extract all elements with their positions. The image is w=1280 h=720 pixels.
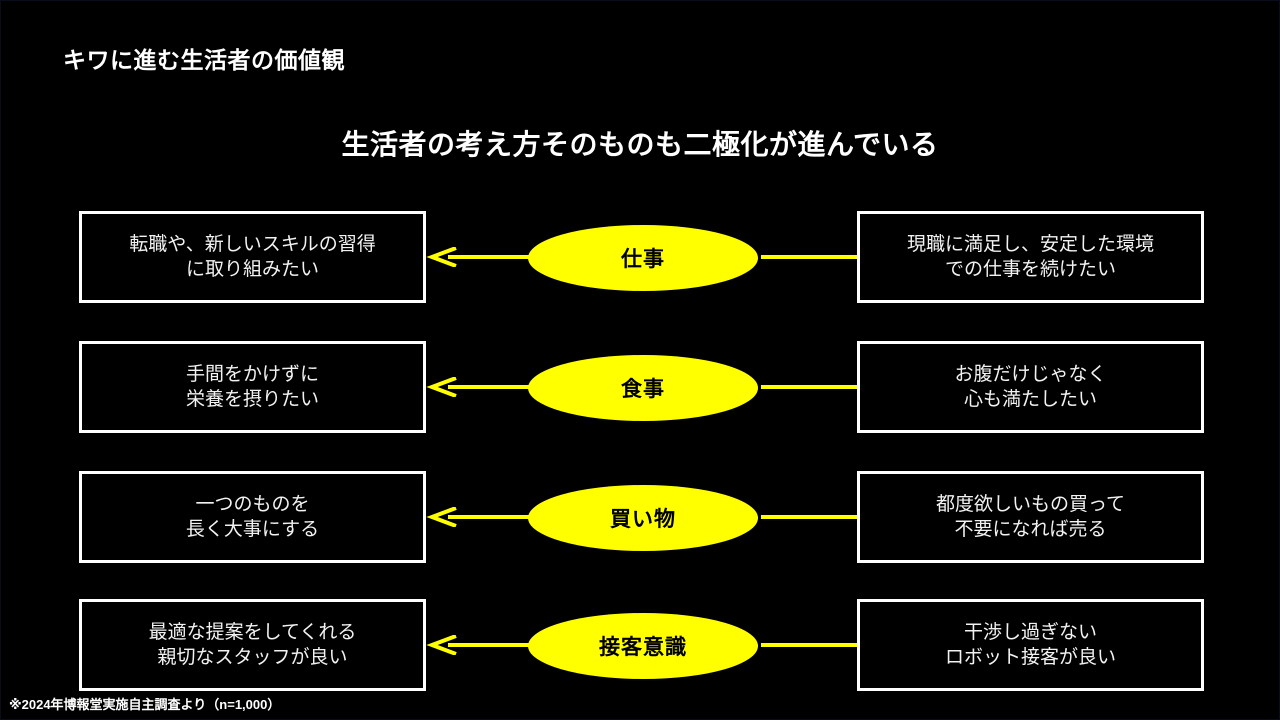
right-statement-line-2: ロボット接客が良い (944, 647, 1116, 668)
slide-subtitle: 生活者の考え方そのものも二極化が進んでいる (341, 129, 939, 160)
diagram-row-service: 最適な提案をしてくれる 親切なスタッフが良い 接客意識 干渉し過ぎない ロボット… (1, 599, 1279, 695)
right-statement-line-1: 干渉し過ぎない (963, 621, 1097, 643)
left-statement-box: 一つのものを 長く大事にする (79, 471, 426, 563)
left-statement-box: 最適な提案をしてくれる 親切なスタッフが良い (79, 599, 426, 691)
diagram-row-shopping: 一つのものを 長く大事にする 買い物 都度欲しいもの買って 不要になれば売る (1, 471, 1279, 567)
topic-label: 買い物 (610, 508, 676, 531)
topic-ellipse: 買い物 (528, 485, 758, 551)
right-statement-line-2: 不要になれば売る (954, 519, 1107, 540)
topic-label: 仕事 (621, 248, 665, 271)
diagram-row-meal: 手間をかけずに 栄養を摂りたい 食事 お腹だけじゃなく 心も満たしたい (1, 341, 1279, 437)
right-statement-line-2: 心も満たしたい (963, 389, 1097, 410)
right-statement-line-1: お腹だけじゃなく (954, 363, 1107, 385)
left-statement-box: 手間をかけずに 栄養を摂りたい (79, 341, 426, 433)
topic-label: 接客意識 (599, 636, 687, 659)
right-statement-line-1: 都度欲しいもの買って (935, 493, 1126, 515)
left-statement-line-2: 親切なスタッフが良い (157, 647, 348, 668)
right-statement-box: 現職に満足し、安定した環境 での仕事を続けたい (857, 211, 1204, 303)
right-statement-line-1: 現職に満足し、安定した環境 (906, 233, 1154, 255)
left-statement-line-1: 手間をかけずに (185, 363, 319, 385)
page-title: キワに進む生活者の価値観 (63, 47, 345, 73)
left-statement-line-1: 最適な提案をしてくれる (148, 621, 357, 643)
left-statement-line-2: に取り組みたい (185, 259, 319, 280)
source-footnote: ※2024年博報堂実施自主調査より（n=1,000） (9, 697, 281, 712)
left-statement-line-2: 栄養を摂りたい (185, 389, 319, 410)
topic-ellipse: 接客意識 (528, 613, 758, 679)
topic-label: 食事 (621, 378, 665, 401)
left-statement-line-2: 長く大事にする (185, 519, 320, 540)
right-statement-box: 干渉し過ぎない ロボット接客が良い (857, 599, 1204, 691)
right-statement-box: 都度欲しいもの買って 不要になれば売る (857, 471, 1204, 563)
topic-ellipse: 仕事 (528, 225, 758, 291)
right-statement-line-2: での仕事を続けたい (944, 259, 1116, 280)
left-statement-line-1: 転職や、新しいスキルの習得 (129, 233, 376, 255)
right-statement-box: お腹だけじゃなく 心も満たしたい (857, 341, 1204, 433)
topic-ellipse: 食事 (528, 355, 758, 421)
diagram-row-work: 転職や、新しいスキルの習得 に取り組みたい 仕事 現職に満足し、安定した環境 で… (1, 211, 1279, 307)
left-statement-box: 転職や、新しいスキルの習得 に取り組みたい (79, 211, 426, 303)
left-statement-line-1: 一つのものを (195, 493, 310, 515)
